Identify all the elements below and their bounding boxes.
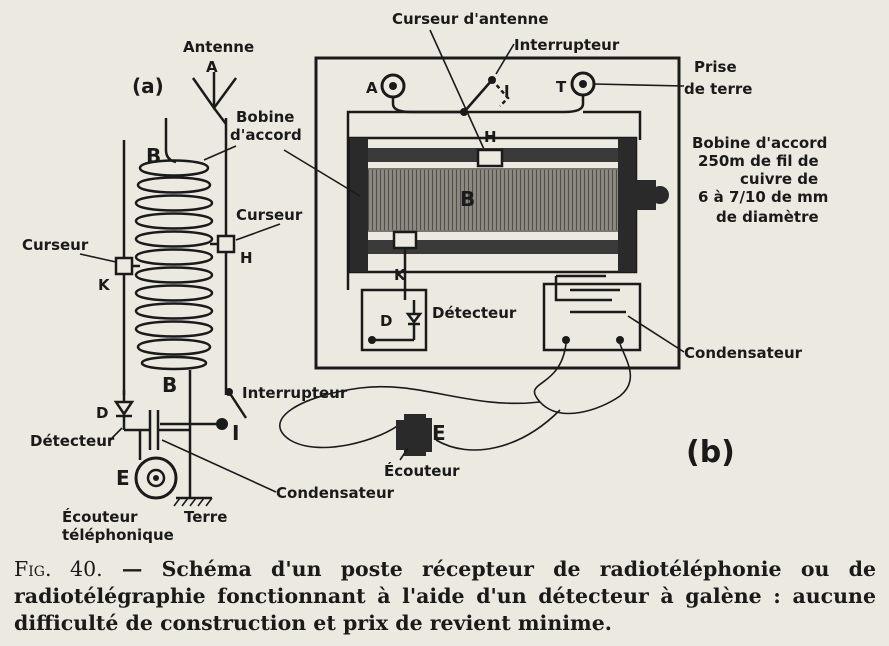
slider-top-letter: H bbox=[484, 128, 497, 146]
earphone-letter-b: E bbox=[432, 421, 446, 445]
coil-letter-top: B bbox=[146, 144, 161, 168]
slider-h-b bbox=[476, 148, 504, 168]
earphone-a bbox=[134, 430, 178, 500]
detector-label: Détecteur bbox=[30, 432, 115, 450]
coil-label-line1: Bobine bbox=[236, 108, 294, 126]
terminal-t-letter: T bbox=[556, 78, 567, 96]
coil-letter-bottom: B bbox=[162, 373, 177, 397]
capacitor-a bbox=[148, 410, 190, 450]
slider-right-letter: H bbox=[240, 249, 253, 267]
detector-letter-b: D bbox=[380, 312, 392, 330]
radio-receiver-figure: (a) Antenne A B bbox=[22, 10, 828, 544]
coil-desc-line4: 6 à 7/10 de mm bbox=[698, 188, 828, 206]
ground-label: Terre bbox=[184, 508, 227, 526]
earphone-label-line2: téléphonique bbox=[62, 526, 174, 544]
tuning-coil bbox=[134, 118, 214, 498]
panel-b-label: (b) bbox=[686, 435, 735, 470]
switch-letter: I bbox=[232, 421, 239, 445]
terminal-a-letter: A bbox=[366, 79, 378, 97]
terminal-a bbox=[380, 73, 406, 99]
cabinet-box bbox=[314, 56, 681, 370]
coil-label-line2: d'accord bbox=[230, 126, 302, 144]
antenna-letter: A bbox=[206, 58, 218, 76]
switch-label-b: Interrupteur bbox=[514, 36, 620, 54]
antenna-symbol bbox=[191, 72, 238, 125]
switch-i bbox=[160, 388, 248, 430]
ground-symbol bbox=[173, 496, 213, 507]
detector-letter: D bbox=[96, 404, 108, 422]
coil-letter-b: B bbox=[460, 187, 475, 211]
terminal-t bbox=[570, 71, 596, 97]
switch-letter-b: I bbox=[504, 82, 510, 100]
diagram-b: Curseur d'antenne Interrupteur A T Prise… bbox=[279, 10, 828, 480]
slider-k-b bbox=[392, 230, 418, 250]
slider-left-label: Curseur bbox=[22, 236, 89, 254]
coil-desc-line2: 250m de fil de bbox=[698, 152, 819, 170]
slider-k bbox=[114, 256, 140, 276]
figure-number: Fig. 40. bbox=[14, 557, 103, 581]
slider-left-letter: K bbox=[98, 276, 111, 294]
antenna-label: Antenne bbox=[183, 38, 254, 56]
detector-d bbox=[113, 390, 150, 432]
earphone-letter: E bbox=[116, 466, 130, 490]
caption-text: — Schéma d'un poste récepteur de radioté… bbox=[14, 557, 876, 635]
coil-assembly-b bbox=[348, 136, 669, 274]
panel-a-label: (a) bbox=[132, 74, 164, 98]
capacitor-label-b: Condensateur bbox=[684, 344, 803, 362]
earphone-b bbox=[396, 414, 432, 456]
figure-caption: Fig. 40. — Schéma d'un poste récepteur d… bbox=[14, 556, 876, 637]
ground-label-b-line2: de terre bbox=[684, 80, 752, 98]
detector-box-b bbox=[360, 248, 428, 352]
ground-label-b-line1: Prise bbox=[694, 58, 737, 76]
earphone-label-line1: Écouteur bbox=[62, 507, 138, 526]
capacitor-b bbox=[542, 274, 642, 352]
coil-desc-line1: Bobine d'accord bbox=[692, 134, 827, 152]
coil-desc-line5: de diamètre bbox=[716, 208, 819, 226]
slider-right-label: Curseur bbox=[236, 206, 303, 224]
earphone-label-b: Écouteur bbox=[384, 461, 460, 480]
diagram-a: (a) Antenne A B bbox=[22, 38, 395, 544]
switch-b bbox=[460, 76, 510, 116]
antenna-slider-label: Curseur d'antenne bbox=[392, 10, 549, 28]
earphone-cord-b bbox=[533, 343, 632, 415]
slider-h bbox=[210, 234, 236, 254]
capacitor-label: Condensateur bbox=[276, 484, 395, 502]
switch-label: Interrupteur bbox=[242, 384, 348, 402]
detector-label-b: Détecteur bbox=[432, 304, 517, 322]
coil-desc-line3: cuivre de bbox=[740, 170, 818, 188]
